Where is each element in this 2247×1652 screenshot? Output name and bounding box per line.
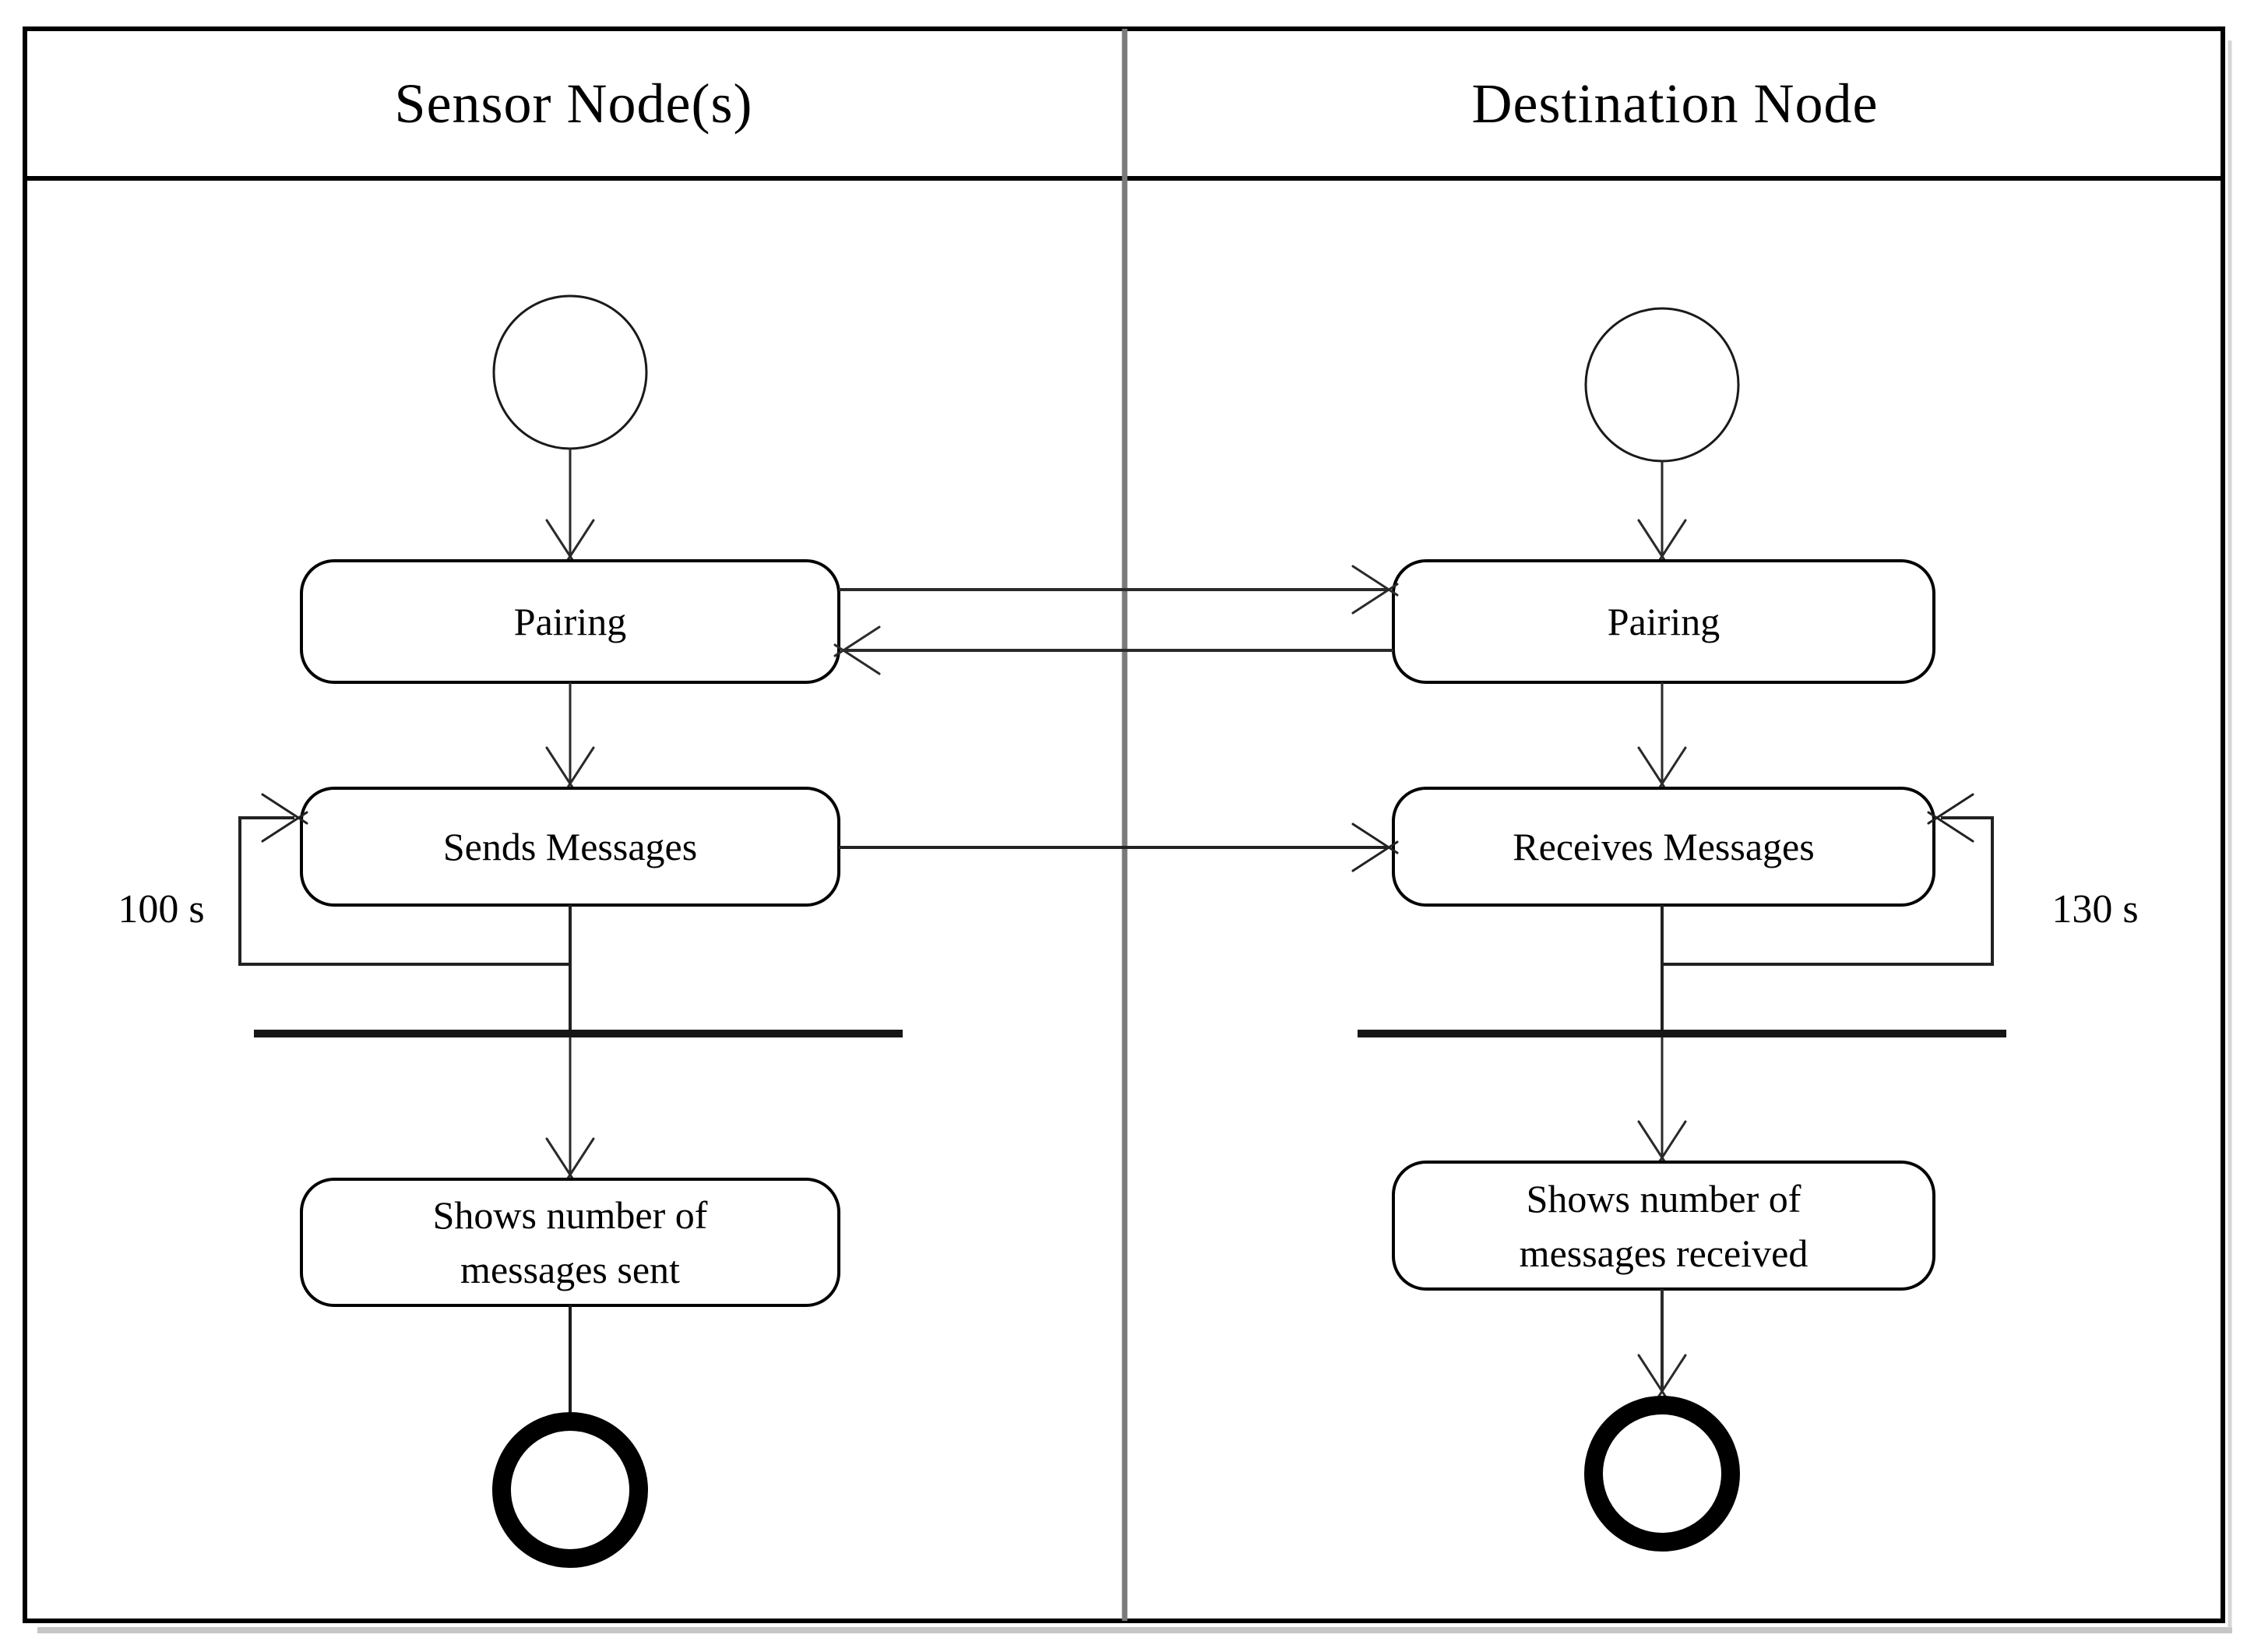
result-label-messages-received: Shows number of messages received (1393, 1162, 1934, 1289)
loop-timer-label-right: 130 s (2052, 886, 2139, 932)
lane-title-destination-node: Destination Node (1471, 72, 1879, 135)
initial-node-left (492, 294, 648, 450)
result-line1-left: Shows number of (432, 1193, 708, 1237)
arrowhead-down-icon (545, 519, 595, 566)
initial-node-right (1584, 307, 1740, 463)
arrowhead-down-icon (545, 746, 595, 794)
arrowhead-down-icon (545, 1137, 595, 1185)
arrowhead-down-icon (1637, 1120, 1687, 1168)
arrowhead-down-icon (1637, 1354, 1687, 1401)
pairing-label-left: Pairing (513, 600, 627, 643)
sync-bar-left (254, 1030, 903, 1037)
arrowhead-left-icon (1927, 793, 1974, 843)
arrowhead-down-icon (1637, 519, 1687, 566)
loop-timer-label-left: 100 s (118, 886, 205, 932)
final-node-left (492, 1412, 648, 1568)
result-label-messages-sent: Shows number of messages sent (301, 1179, 839, 1305)
arrowhead-right-icon (1351, 565, 1399, 615)
result-line2-left: messages sent (460, 1248, 680, 1291)
result-line1-right: Shows number of (1526, 1176, 1801, 1221)
action-label-sends-messages: Sends Messages (442, 825, 698, 868)
pairing-label-right: Pairing (1607, 600, 1720, 643)
arrowhead-right-icon (261, 793, 308, 843)
result-line2-right: messages received (1519, 1231, 1809, 1275)
sync-bar-right (1358, 1030, 2006, 1037)
final-node-right (1584, 1396, 1740, 1552)
arrowhead-down-icon (1637, 746, 1687, 794)
arrowhead-right-icon (1351, 822, 1399, 872)
action-label-receives-messages: Receives Messages (1513, 825, 1815, 868)
pairing-box-right (1392, 559, 1935, 684)
lane-title-sensor-node: Sensor Node(s) (394, 72, 753, 135)
arrowhead-left-icon (833, 625, 881, 675)
